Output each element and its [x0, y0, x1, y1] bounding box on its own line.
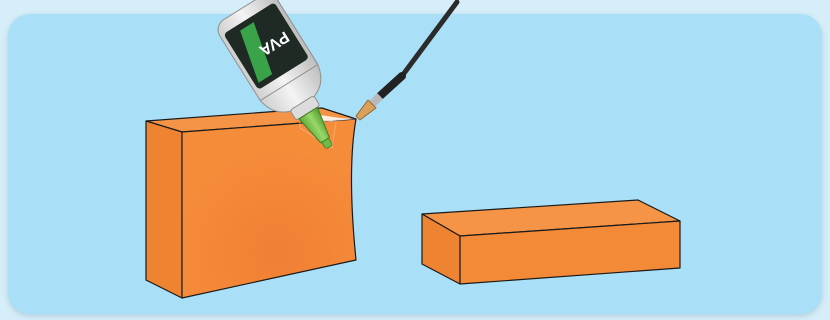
flat-wood-block: [422, 200, 680, 284]
tall-block-left-face: [146, 121, 182, 298]
paint-brush: [356, 2, 457, 120]
